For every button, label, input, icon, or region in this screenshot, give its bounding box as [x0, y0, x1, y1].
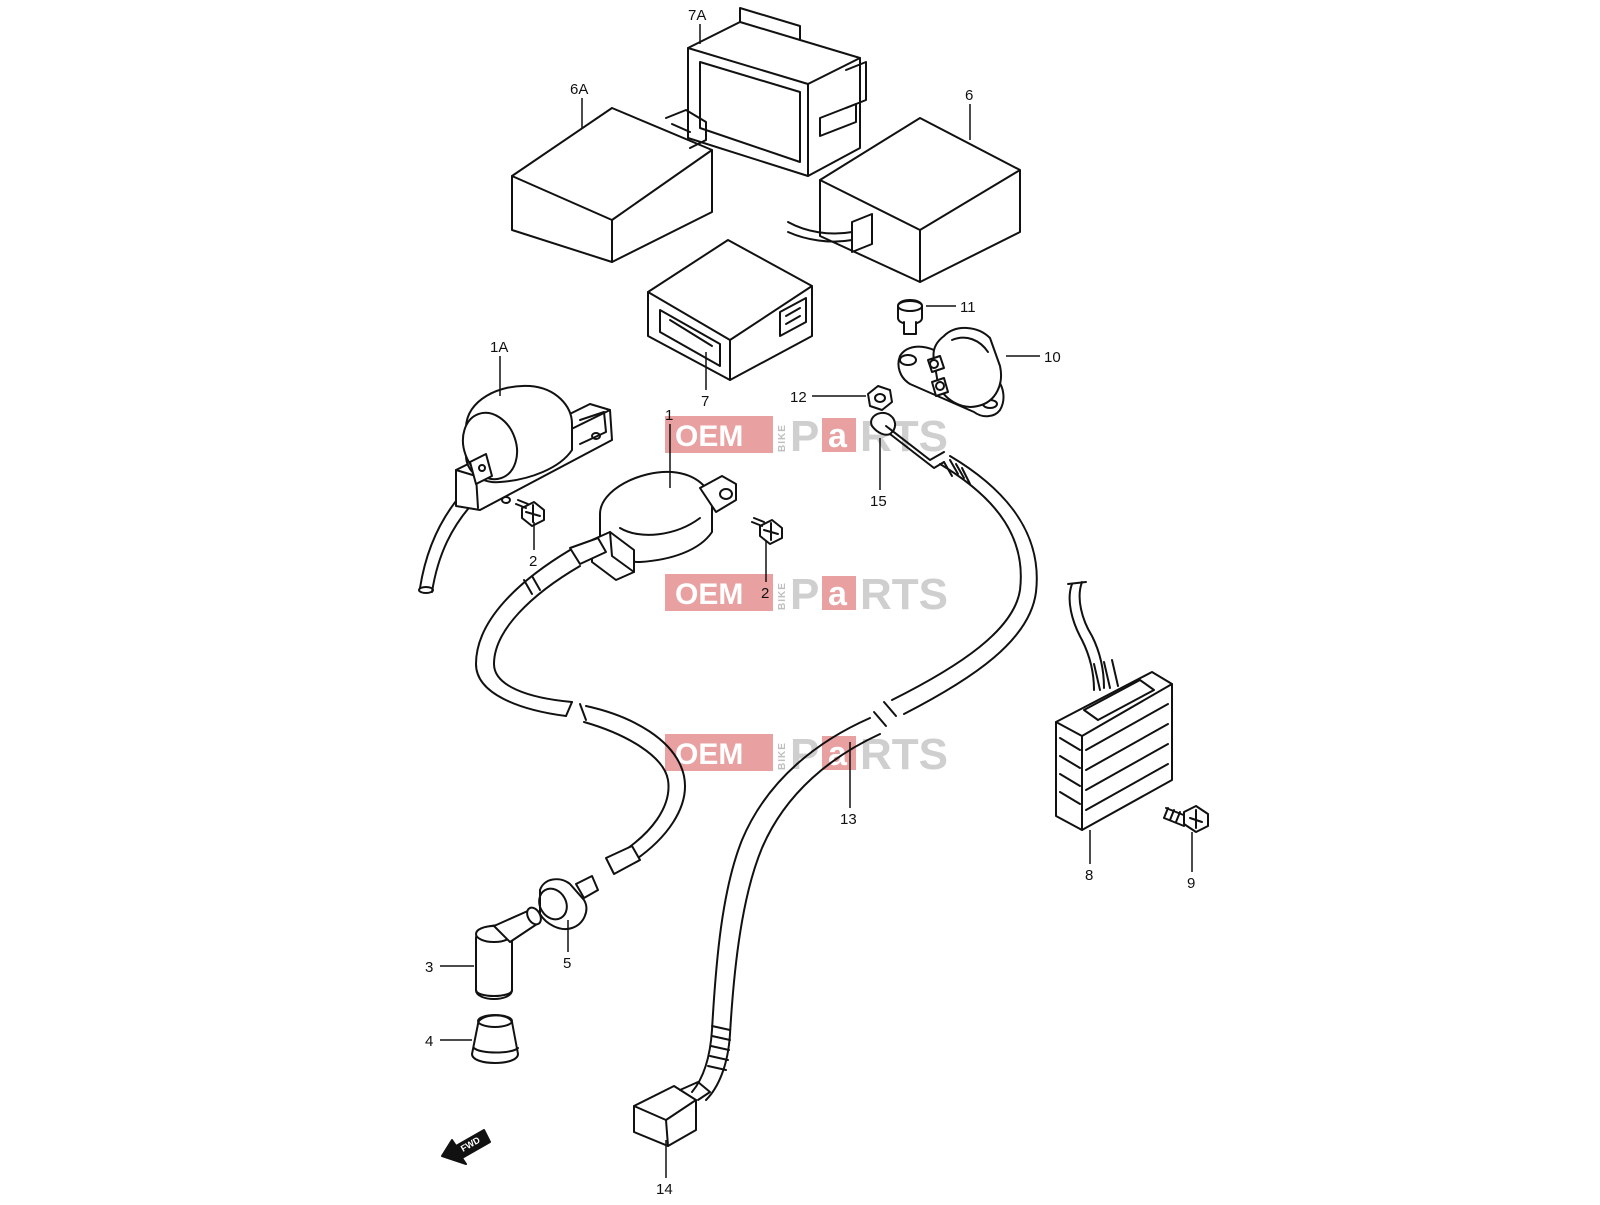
label-6: 6	[965, 87, 973, 104]
watermark-middle: OEM BIKE P a RTS	[665, 570, 948, 619]
label-7a: 7A	[688, 7, 706, 24]
part-6-control-unit[interactable]	[787, 117, 1021, 283]
watermark-top: OEM BIKE P a RTS	[665, 412, 948, 461]
part-9-bolt[interactable]	[1163, 805, 1209, 833]
watermark-bike-text: BIKE	[777, 582, 788, 610]
part-1-ignition-coil[interactable]	[569, 470, 737, 581]
part-1a-ignition-coil[interactable]	[418, 384, 613, 594]
part-7a-connector-housing[interactable]	[687, 7, 867, 177]
label-4: 4	[425, 1033, 433, 1050]
label-8: 8	[1085, 867, 1093, 884]
watermark-oem-box	[665, 416, 773, 453]
label-6a: 6A	[570, 81, 588, 98]
label-14: 14	[656, 1181, 673, 1198]
label-12: 12	[790, 389, 807, 406]
part-13-cable[interactable]	[691, 455, 1038, 1101]
watermark-oem-text: OEM	[675, 578, 743, 611]
label-1a: 1A	[490, 339, 508, 356]
watermark-a-text: a	[828, 575, 848, 613]
part-11-cap-bolt[interactable]	[897, 299, 923, 335]
watermark-oem-text: OEM	[675, 420, 743, 453]
label-5: 5	[563, 955, 571, 972]
watermark-oem-box	[665, 734, 773, 771]
part-6a-control-unit[interactable]	[511, 107, 713, 263]
part-2-screw-left[interactable]	[515, 499, 545, 527]
label-9: 9	[1187, 875, 1195, 892]
watermark-a-box	[822, 576, 856, 610]
watermark-p-text: P	[790, 730, 819, 779]
watermark-oem-box	[665, 574, 773, 611]
part-3-plug-cap[interactable]	[475, 905, 544, 1000]
fwd-arrow-icon: FWD	[441, 1129, 491, 1165]
label-10: 10	[1044, 349, 1061, 366]
watermark-bike-text: BIKE	[777, 742, 788, 770]
watermark-p-text: P	[790, 412, 819, 461]
watermark-rts-text: RTS	[860, 570, 948, 619]
part-10-starter-relay[interactable]	[897, 327, 1005, 418]
part-14-terminal-cap[interactable]	[633, 1081, 711, 1147]
label-2-left: 2	[529, 553, 537, 570]
leader-lines	[440, 24, 1193, 1178]
watermark-p-text: P	[790, 570, 819, 619]
watermark-a-text: a	[828, 735, 848, 773]
part-4-boot[interactable]	[471, 1014, 519, 1064]
high-tension-lead[interactable]	[475, 549, 686, 875]
watermark-bike-text: BIKE	[777, 424, 788, 452]
part-12-nut[interactable]	[867, 385, 893, 411]
callout-labels: 7A 6A 6 11 10 12 1A 1 7 15 2 2 8 9 13 3 …	[425, 7, 1195, 1198]
part-7-ecm-unit[interactable]	[647, 239, 813, 381]
label-15: 15	[870, 493, 887, 510]
watermark-rts-text: RTS	[860, 730, 948, 779]
label-7: 7	[701, 393, 709, 410]
watermark-bottom: OEM BIKE P a RTS	[665, 730, 948, 779]
watermark-a-text: a	[828, 417, 848, 455]
watermark-oem-text: OEM	[675, 738, 743, 771]
part-8-regulator[interactable]	[1055, 581, 1173, 831]
label-13: 13	[840, 811, 857, 828]
label-2-right: 2	[761, 585, 769, 602]
part-5-plug[interactable]	[534, 875, 599, 930]
label-11: 11	[960, 299, 976, 316]
watermark-a-box	[822, 418, 856, 452]
label-1: 1	[665, 407, 673, 424]
part-2-screw-right[interactable]	[751, 517, 783, 545]
label-3: 3	[425, 959, 433, 976]
